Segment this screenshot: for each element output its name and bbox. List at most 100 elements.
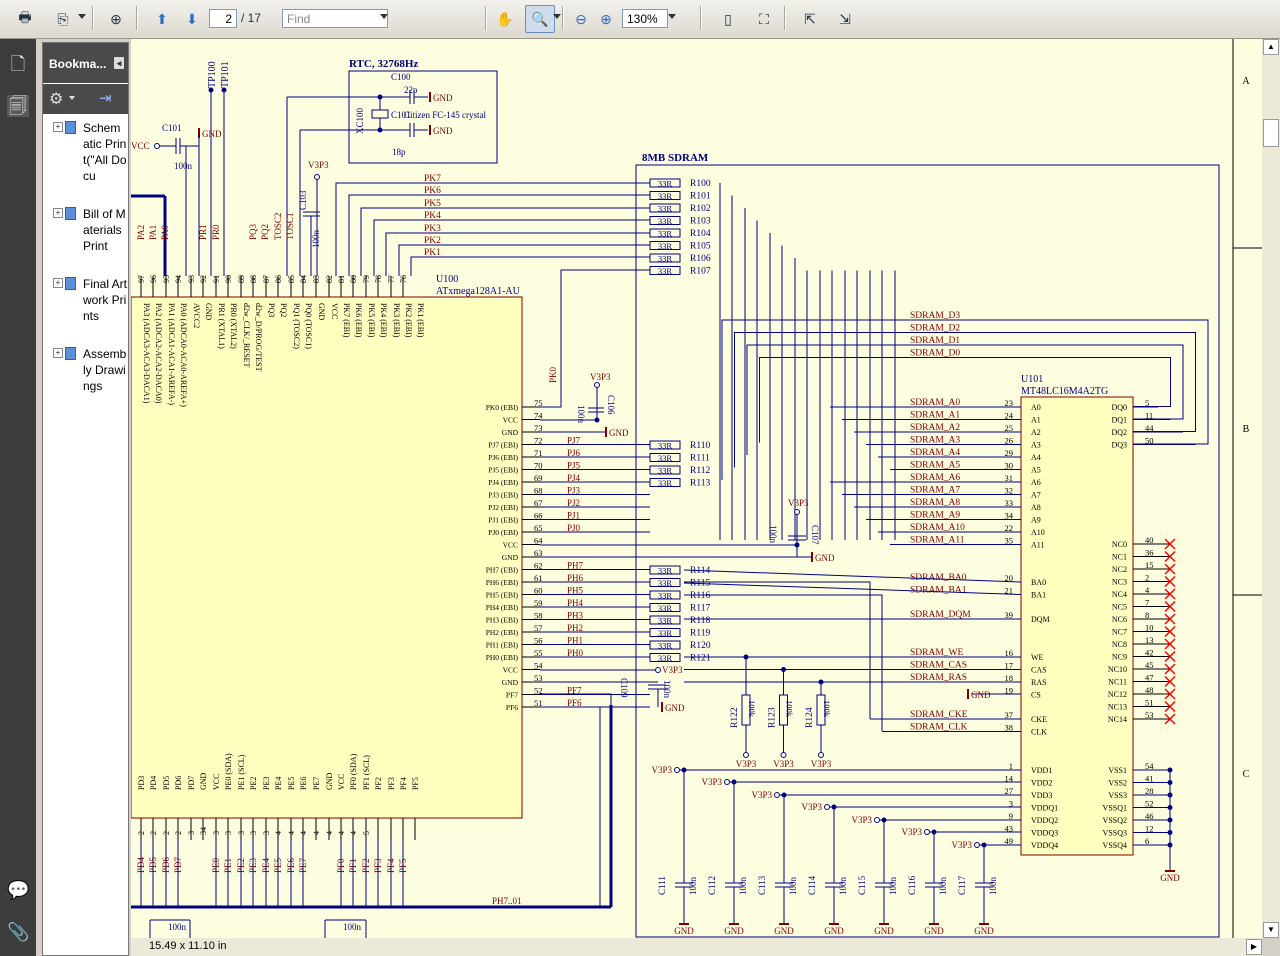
- options-dropdown-icon[interactable]: [69, 96, 75, 100]
- resistor-ref: R122: [730, 707, 740, 728]
- options-gear-icon[interactable]: ⚙: [49, 91, 64, 108]
- pin-number: 97: [137, 275, 146, 283]
- pin-name: PD6: [174, 776, 183, 790]
- pages-icon[interactable]: 🗋: [10, 54, 26, 74]
- resistor-value: 33R: [658, 603, 673, 613]
- fit-page-icon[interactable]: ▯: [724, 10, 732, 27]
- bookmarks-icon[interactable]: 🗐: [7, 95, 29, 117]
- cap-value: 100n: [788, 877, 798, 896]
- pin-name: VDDQ3: [1031, 829, 1058, 838]
- pin-number: 53: [1145, 710, 1154, 720]
- pin-number: 4: [274, 831, 283, 835]
- power-label: V3P3: [773, 759, 794, 769]
- find-dropdown-icon[interactable]: [380, 14, 388, 19]
- pin-name: PK7 (EBI): [342, 303, 351, 338]
- expand-icon[interactable]: +: [53, 278, 63, 288]
- scroll-up-icon[interactable]: ▲: [1263, 39, 1279, 55]
- pin-name: PE3: [262, 777, 271, 790]
- cap-ref: C109: [619, 678, 629, 698]
- resistor-value: 33R: [658, 179, 673, 189]
- pin-number: 94: [174, 275, 183, 283]
- net-label: SDRAM_DQM: [910, 610, 971, 620]
- resistor: [649, 228, 681, 238]
- wire: [348, 194, 650, 276]
- bookmark-label[interactable]: Schematic Print("All Docu: [83, 121, 127, 183]
- pin-name: PH4 (EBI): [486, 603, 519, 612]
- share-dropdown-icon[interactable]: [78, 14, 86, 19]
- resistor-ref: R102: [690, 204, 711, 214]
- page-down-icon[interactable]: ⬇: [186, 10, 198, 27]
- net-label: PK6: [424, 186, 441, 196]
- print-icon[interactable]: 🖶: [18, 9, 32, 25]
- pin-name: NC13: [1108, 703, 1127, 712]
- comments-icon[interactable]: 💬: [7, 880, 30, 900]
- power-label: V3P3: [701, 777, 722, 787]
- junction: [743, 654, 749, 660]
- bookmark-label[interactable]: Bill of Materials Print: [83, 207, 126, 253]
- page-size: 15.49 x 11.10 in: [149, 940, 227, 952]
- pin-number: 31: [1005, 473, 1014, 483]
- find-input[interactable]: Find: [282, 9, 388, 28]
- collapse-panel-button[interactable]: ◂: [114, 57, 124, 69]
- zoom-in-icon[interactable]: ⊕: [600, 10, 612, 27]
- pin-name: PF5: [411, 777, 420, 790]
- pin-name: VDD2: [1031, 779, 1052, 788]
- pin-name: GND: [502, 428, 519, 437]
- bookmark-label[interactable]: Assembly Drawings: [83, 347, 127, 393]
- hand-tool-icon[interactable]: ✋: [496, 10, 514, 27]
- resistor-ref: R112: [690, 466, 710, 476]
- pin-number: 78: [374, 275, 383, 283]
- expand-icon[interactable]: +: [53, 208, 63, 218]
- chip-ref: U101: [1021, 374, 1043, 385]
- attachments-icon[interactable]: 📎: [7, 922, 30, 942]
- pin-number: 13: [1145, 635, 1154, 645]
- resistor-ref: R120: [690, 641, 711, 651]
- scroll-thumb[interactable]: [1263, 119, 1279, 147]
- fit-width-icon[interactable]: ⛶: [759, 10, 769, 27]
- pin-name: VDDQ2: [1031, 816, 1058, 825]
- pin-name: VSS1: [1108, 766, 1127, 775]
- zoom-out-icon[interactable]: ⊖: [575, 10, 587, 27]
- export-icon[interactable]: ⇱: [804, 10, 816, 27]
- page-up-icon[interactable]: ⬆: [156, 10, 168, 27]
- share-icon[interactable]: ⎘: [57, 10, 69, 27]
- bookmark-icon: [65, 277, 76, 290]
- zoom-tool-dropdown-icon[interactable]: [553, 14, 561, 19]
- resistor-ref: R124: [805, 707, 815, 728]
- net-label: PQ2: [260, 224, 270, 240]
- resistor-value: 100k: [785, 700, 795, 718]
- scroll-down-icon[interactable]: ▼: [1263, 922, 1279, 938]
- net-label: SDRAM_D3: [910, 311, 960, 321]
- expand-icon[interactable]: +: [53, 122, 63, 132]
- scroll-right-icon[interactable]: ▶: [1246, 939, 1262, 955]
- pin-number: 87: [262, 275, 271, 283]
- pin-name: VSSQ4: [1103, 841, 1127, 850]
- zoom-level-input[interactable]: 130%: [622, 9, 668, 28]
- expand-icon[interactable]: +: [53, 348, 63, 358]
- zoom-dropdown-icon[interactable]: [668, 14, 676, 19]
- pin-number: 34: [1005, 511, 1014, 521]
- pin-number: 68: [534, 486, 543, 496]
- net-label: SDRAM_CLK: [910, 723, 968, 733]
- net-label: PH0: [567, 648, 584, 658]
- zoom-tool-icon[interactable]: 🔍: [525, 5, 555, 33]
- bookmark-label[interactable]: Final Artwork Prints: [83, 277, 128, 323]
- pin-name: DQ0: [1111, 403, 1127, 412]
- sign-icon[interactable]: ⇲: [839, 10, 851, 27]
- vertical-scrollbar[interactable]: ▲ ▼: [1262, 39, 1280, 938]
- pin-number: 79: [362, 275, 371, 283]
- bookmark-icon: [65, 207, 76, 220]
- junction: [781, 667, 786, 672]
- net-label: PJ7: [567, 436, 581, 446]
- wire: [684, 594, 883, 731]
- pin-name: VSSQ3: [1103, 829, 1127, 838]
- page-number-input[interactable]: 2: [209, 9, 237, 28]
- pin-number: 67: [534, 498, 543, 508]
- globe-search-icon[interactable]: ⊕: [110, 10, 122, 27]
- net-label: SDRAM_A4: [910, 448, 960, 458]
- junction: [818, 679, 824, 685]
- expand-bookmark-icon[interactable]: ⇥: [99, 90, 112, 107]
- pin-name: A6: [1031, 478, 1041, 487]
